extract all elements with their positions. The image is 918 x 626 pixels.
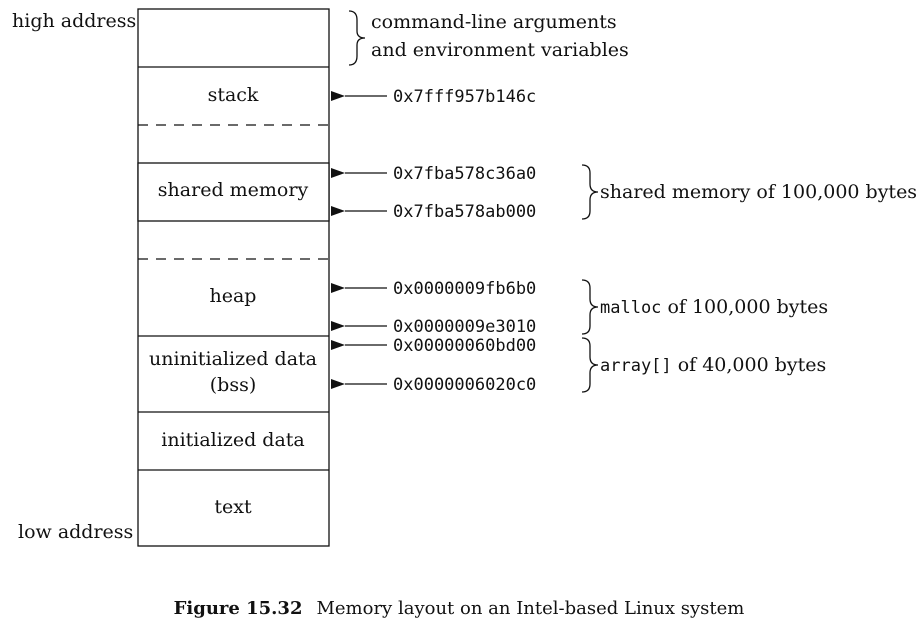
shared-memory-box xyxy=(137,162,330,222)
heap-top-address: 0x0000009fb6b0 xyxy=(393,279,536,299)
array-brace xyxy=(581,337,599,393)
low-address-label: low address xyxy=(18,521,133,543)
shared-top-address: 0x7fba578c36a0 xyxy=(393,164,536,184)
shared-memory-brace xyxy=(581,164,599,220)
bss-bottom-address: 0x0000006020c0 xyxy=(393,375,536,395)
address-arrows xyxy=(331,91,387,389)
shared-memory-annotation: shared memory of 100,000 bytes xyxy=(600,181,917,203)
heap-bottom-address: 0x0000009e3010 xyxy=(393,317,536,337)
cmdline-annotation-line1: command-line arguments xyxy=(371,11,617,33)
shared-memory-label: shared memory xyxy=(158,179,309,201)
heap-label: heap xyxy=(210,285,257,307)
memory-column-outline xyxy=(137,8,330,547)
figure-number: Figure 15.32 xyxy=(174,598,303,619)
figure-caption: Figure 15.32 Memory layout on an Intel-ba… xyxy=(174,598,745,619)
figure-title: Memory layout on an Intel-based Linux sy… xyxy=(316,598,744,619)
bss-top-address: 0x00000060bd00 xyxy=(393,336,536,356)
initialized-data-label: initialized data xyxy=(161,429,305,451)
text-segment-label: text xyxy=(214,496,252,518)
cmdline-brace xyxy=(348,10,366,66)
bss-label-line2: (bss) xyxy=(210,374,257,396)
malloc-code: malloc xyxy=(600,298,661,318)
stack-label: stack xyxy=(208,84,259,106)
array-code: array[] xyxy=(600,356,672,376)
shared-bottom-address: 0x7fba578ab000 xyxy=(393,202,536,222)
malloc-annotation: malloc of 100,000 bytes xyxy=(600,296,828,318)
malloc-description: of 100,000 bytes xyxy=(661,296,828,318)
cmdline-annotation-line2: and environment variables xyxy=(371,39,629,61)
high-address-label: high address xyxy=(12,10,136,32)
array-annotation: array[] of 40,000 bytes xyxy=(600,354,826,376)
stack-address: 0x7fff957b146c xyxy=(393,87,536,107)
bss-label-line1: uninitialized data xyxy=(149,348,317,370)
array-description: of 40,000 bytes xyxy=(672,354,827,376)
memory-column xyxy=(137,8,330,547)
malloc-brace xyxy=(581,279,599,335)
